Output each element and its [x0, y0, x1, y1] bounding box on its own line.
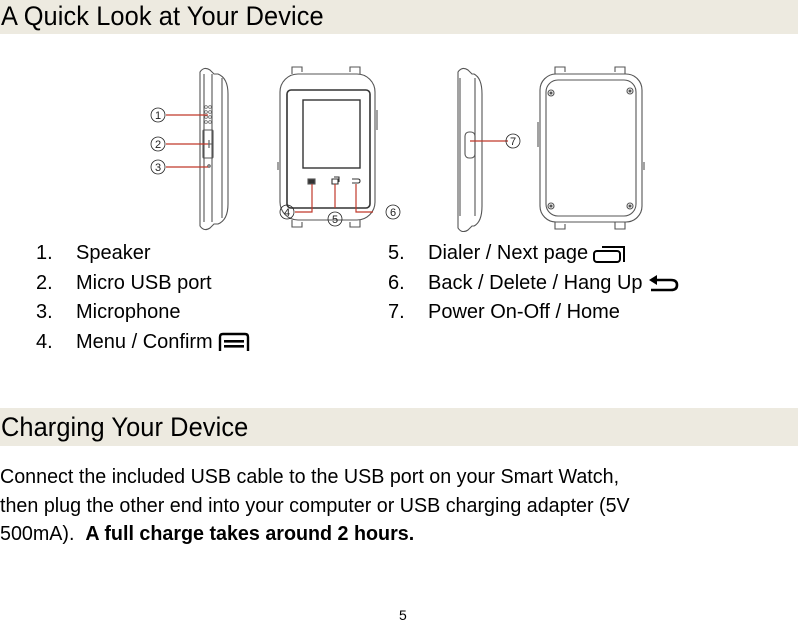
callout-4: 4 — [279, 204, 295, 220]
device-diagram: 1 2 3 4 5 6 7 — [150, 66, 645, 232]
item-number: 3. — [36, 301, 53, 323]
callout-6: 6 — [385, 204, 401, 220]
section-title: A Quick Look at Your Device — [0, 1, 324, 31]
side-view-left — [199, 67, 229, 231]
item-number: 6. — [388, 271, 405, 294]
svg-text:4: 4 — [284, 207, 290, 219]
charge-time-note: A full charge takes around 2 hours. — [85, 523, 415, 545]
body-text-plain: 500mA). — [0, 523, 86, 545]
svg-text:6: 6 — [390, 207, 396, 219]
menu-icon — [218, 333, 249, 352]
side-view-right — [457, 67, 483, 232]
legend-list-right: 5. Dialer / Next page 6. Back / Delete /… — [388, 239, 681, 328]
item-label: Micro USB port — [76, 271, 212, 294]
item-label: Menu / Confirm — [76, 330, 213, 353]
legend-list-left: 1. Speaker 2. Micro USB port 3. Micropho… — [36, 239, 251, 357]
body-line-1: Connect the included USB cable to the US… — [0, 466, 620, 488]
item-label: Power On-Off / Home — [428, 301, 620, 323]
charging-instructions: Connect the included USB cable to the US… — [0, 463, 798, 549]
item-number: 1. — [36, 242, 53, 264]
legend-item-speaker: 1. Speaker — [36, 239, 251, 269]
item-label: Back / Delete / Hang Up — [428, 271, 643, 294]
legend-item-microphone: 3. Microphone — [36, 298, 251, 328]
next-page-icon — [593, 245, 626, 263]
front-view — [277, 66, 378, 228]
item-label: Dialer / Next page — [428, 242, 589, 264]
svg-text:2: 2 — [155, 139, 161, 151]
back-arrow-icon — [648, 275, 678, 292]
item-number: 7. — [388, 301, 405, 323]
legend-item-micro-usb: 2. Micro USB port — [36, 269, 251, 299]
item-number: 2. — [36, 271, 53, 294]
svg-text:5: 5 — [332, 214, 338, 226]
item-label: Microphone — [76, 301, 181, 323]
svg-text:7: 7 — [510, 136, 516, 148]
item-label: Speaker — [76, 242, 151, 264]
body-line-3: 500mA). A full charge takes around 2 hou… — [0, 520, 788, 549]
item-number: 4. — [36, 330, 53, 353]
legend-item-menu-confirm: 4. Menu / Confirm — [36, 328, 251, 358]
legend-item-back: 6. Back / Delete / Hang Up — [388, 269, 681, 299]
callout-1: 1 — [150, 107, 166, 123]
section-header-quick-look: A Quick Look at Your Device — [0, 0, 798, 34]
callout-2: 2 — [150, 136, 166, 152]
legend-item-power: 7. Power On-Off / Home — [388, 298, 681, 328]
svg-text:3: 3 — [155, 162, 161, 174]
section-header-charging: Charging Your Device — [0, 408, 798, 446]
body-line-2: then plug the other end into your comput… — [0, 494, 630, 517]
section-title: Charging Your Device — [0, 412, 249, 442]
callout-7: 7 — [505, 133, 521, 149]
callout-5: 5 — [327, 211, 343, 227]
callout-3: 3 — [150, 159, 166, 175]
legend-item-dialer: 5. Dialer / Next page — [388, 239, 681, 269]
svg-text:1: 1 — [155, 110, 161, 122]
back-view — [537, 66, 645, 230]
item-number: 5. — [388, 242, 405, 264]
page-number: 5 — [399, 607, 407, 623]
